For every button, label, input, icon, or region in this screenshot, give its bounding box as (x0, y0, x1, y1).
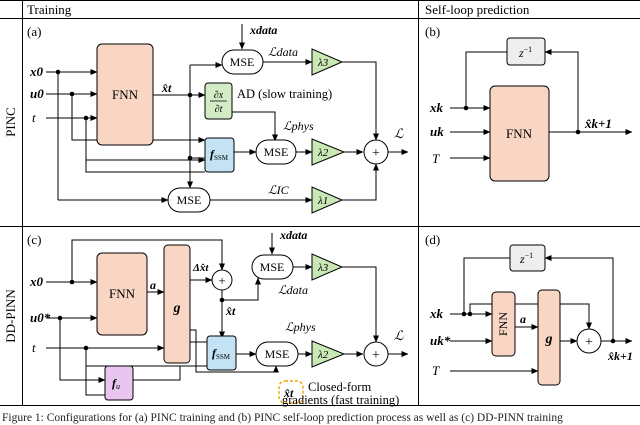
mse-ic-block-a (167, 187, 211, 213)
fnn-block-b (489, 85, 550, 182)
lambda3-label-a: λ3 (317, 57, 329, 69)
lambda3-label-c: λ3 (317, 262, 329, 274)
loss-phys-label-c: ℒphys (285, 320, 316, 334)
g-block-d (537, 289, 561, 386)
delay-block-b (506, 37, 546, 66)
sum-plus-a: + (372, 146, 380, 161)
sum-node-c2 (363, 341, 389, 367)
lambda2-gain-c (311, 340, 346, 368)
loss-total-label-a: ℒ (394, 126, 404, 141)
closed-form-symbol: x̂t (283, 386, 294, 400)
fnn-label-c: FNN (109, 286, 136, 301)
loss-data-label-c: ℒdata (278, 283, 308, 297)
g-label-d: g (545, 332, 553, 347)
fu-label-c: fu (112, 376, 120, 391)
mse-phys-block-c (255, 341, 299, 367)
loss-phys-label-a: ℒphys (283, 119, 314, 133)
fnn-label-d: FNN (496, 312, 510, 336)
sum-node-a (363, 139, 389, 165)
sum-node-c1 (211, 269, 233, 291)
delay-block-d (509, 244, 546, 272)
signal-x0-a: x0 (29, 64, 44, 79)
signal-xhat-k1-d: x̂k+1 (607, 349, 633, 363)
frame (0, 0, 640, 406)
signal-t-a: t (32, 110, 36, 125)
delay-label-b: z−1 (518, 45, 532, 60)
loss-total-label-c: ℒ (394, 328, 404, 343)
mse-data-label-a: MSE (230, 55, 255, 69)
panel-label-a: (a) (27, 24, 41, 39)
closed-form-text-1: Closed-form (308, 380, 371, 394)
lambda3-gain-a (311, 48, 344, 76)
fu-block-c (104, 365, 134, 401)
signal-ukstar-d: uk* (430, 333, 451, 348)
signal-dxhat-c: Δx̂t (192, 262, 209, 274)
fnn-label-a: FNN (112, 87, 139, 102)
signal-T-d: T (432, 363, 440, 378)
signal-xk-b: xk (429, 100, 444, 115)
panel-label-d: (d) (425, 232, 440, 247)
signal-xhat-a: x̂t (161, 81, 172, 95)
signal-a-c: a (150, 278, 156, 292)
sum-plus-c1: + (218, 273, 225, 288)
signal-a-d: a (520, 312, 526, 326)
signal-xdata-a: xdata (249, 23, 277, 37)
deriv-numerator: ∂x (214, 90, 224, 101)
fssm-label-c: fSSM (212, 346, 231, 361)
deriv-denominator: ∂t (215, 104, 223, 115)
lambda3-gain-c (311, 253, 344, 281)
fnn-label-b: FNN (506, 126, 533, 141)
figure-caption: Figure 1: Configurations for (a) PINC tr… (2, 412, 563, 424)
header-self-loop: Self-loop prediction (425, 2, 530, 17)
loss-data-label-a: ℒdata (268, 45, 298, 59)
delay-label-d: z−1 (519, 251, 533, 266)
signal-xhat-c: x̂t (225, 304, 236, 318)
sum-plus-c2: + (372, 348, 380, 363)
mse-data-label-c: MSE (260, 260, 285, 274)
fssm-block-c (206, 335, 237, 371)
signal-xdata-c: xdata (279, 228, 307, 242)
closed-form-text-2: gradients (fast training) (282, 393, 399, 407)
lambda1-label-a: λ1 (317, 195, 328, 207)
panel-label-c: (c) (27, 232, 41, 247)
signal-x0-c: x0 (29, 274, 44, 289)
fnn-block-a (96, 43, 154, 146)
mse-phys-label-a: MSE (264, 145, 289, 159)
fssm-block-a (204, 137, 235, 173)
signal-xk-d: xk (429, 306, 444, 321)
panel-d: xk uk* T z−1 FNN a g + x̂k+1 (429, 244, 633, 386)
row-label-pinc: PINC (3, 107, 18, 137)
fnn-block-d (491, 291, 516, 357)
signal-u0star-c: u0* (30, 310, 51, 325)
lambda1-gain-a (311, 186, 344, 214)
mse-data-block-c (251, 254, 294, 280)
sum-plus-d: + (585, 335, 593, 350)
mse-phys-label-c: MSE (265, 347, 290, 361)
g-label-c: g (173, 301, 181, 316)
row-label-ddpinn: DD-PINN (3, 289, 18, 343)
signal-t-c: t (32, 340, 36, 355)
lambda2-label-c: λ2 (317, 349, 329, 361)
fnn-block-c (96, 252, 148, 336)
sum-node-d (576, 328, 602, 354)
panel-c: x0 u0* t (29, 228, 409, 407)
g-block-c (163, 244, 191, 364)
lambda2-gain-a (311, 138, 346, 166)
signal-xhat-k1-b: x̂k+1 (584, 116, 612, 131)
loss-ic-label-a: ℒIC (268, 183, 290, 197)
header-training: Training (27, 2, 72, 17)
mse-ic-label-a: MSE (177, 193, 202, 207)
panel-label-b: (b) (425, 24, 440, 39)
panel-a: x0 u0 t (29, 23, 409, 214)
signal-u0-a: u0 (30, 86, 44, 101)
fssm-label-a: fSSM (210, 147, 229, 162)
closed-form-highlight (278, 380, 304, 404)
panel-b: xk uk T z−1 FNN x̂k+1 (429, 37, 633, 182)
ad-annotation: AD (slow training) (237, 87, 332, 101)
signal-uk-b: uk (430, 124, 444, 139)
mse-phys-block-a (255, 139, 297, 165)
signal-T-b: T (432, 151, 440, 166)
lambda2-label-a: λ2 (317, 147, 329, 159)
mse-data-block-a (221, 49, 264, 75)
